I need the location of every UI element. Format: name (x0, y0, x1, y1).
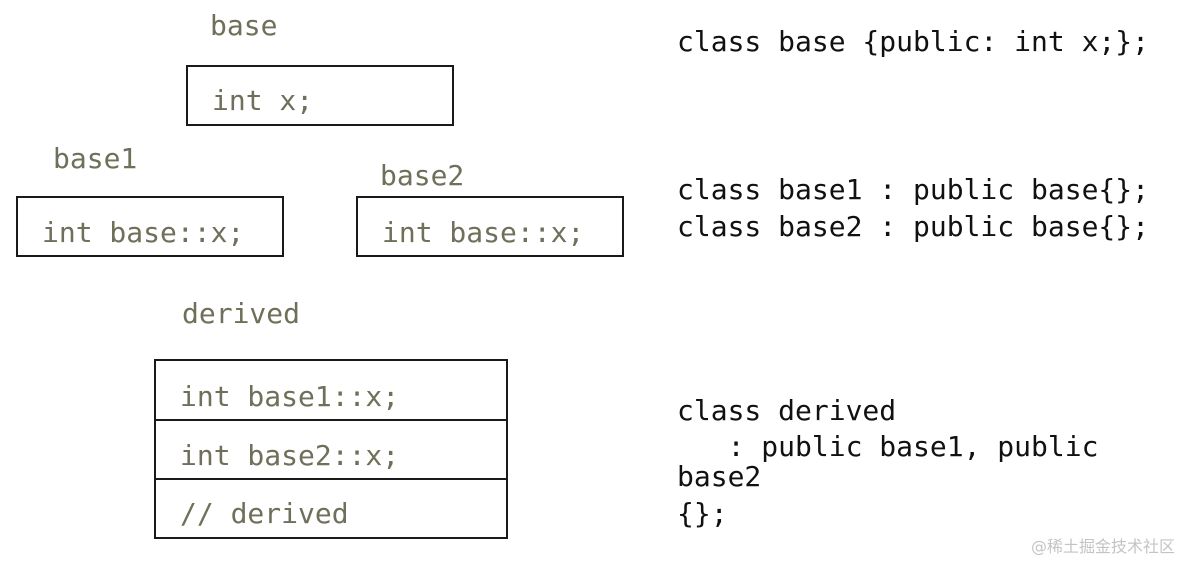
derived-field-base1-x: int base1::x; (180, 380, 400, 413)
code-base2-declaration: class base2 : public base{}; (677, 210, 1150, 243)
code-derived-line-4: {}; (677, 497, 728, 530)
base-field-x: int x; (212, 84, 314, 117)
derived-class-label: derived (182, 297, 301, 330)
base1-class-box: int base::x; (16, 196, 284, 257)
derived-field-base2-x: int base2::x; (180, 439, 400, 472)
code-base1-declaration: class base1 : public base{}; (677, 173, 1150, 206)
derived-field-row-base2-x: int base2::x; (156, 421, 506, 480)
code-derived-line-2: : public base1, public (677, 430, 1099, 463)
derived-field-row-comment: // derived (156, 480, 506, 537)
base2-class-label: base2 (380, 159, 465, 192)
base1-field-x: int base::x; (42, 216, 245, 249)
code-base-declaration: class base {public: int x;}; (677, 25, 1150, 58)
base2-field-x: int base::x; (382, 216, 585, 249)
base2-class-box: int base::x; (356, 196, 624, 257)
derived-field-row-base1-x: int base1::x; (156, 361, 506, 421)
derived-class-box: int base1::x; int base2::x; // derived (154, 359, 508, 539)
watermark: @稀土掘金技术社区 (1030, 537, 1175, 556)
base1-class-label: base1 (53, 142, 138, 175)
code-derived-line-1: class derived (677, 394, 897, 427)
base-class-label: base (210, 9, 278, 42)
code-derived-line-3: base2 (677, 460, 762, 493)
derived-field-comment: // derived (180, 497, 349, 530)
base-class-box: int x; (186, 65, 454, 126)
